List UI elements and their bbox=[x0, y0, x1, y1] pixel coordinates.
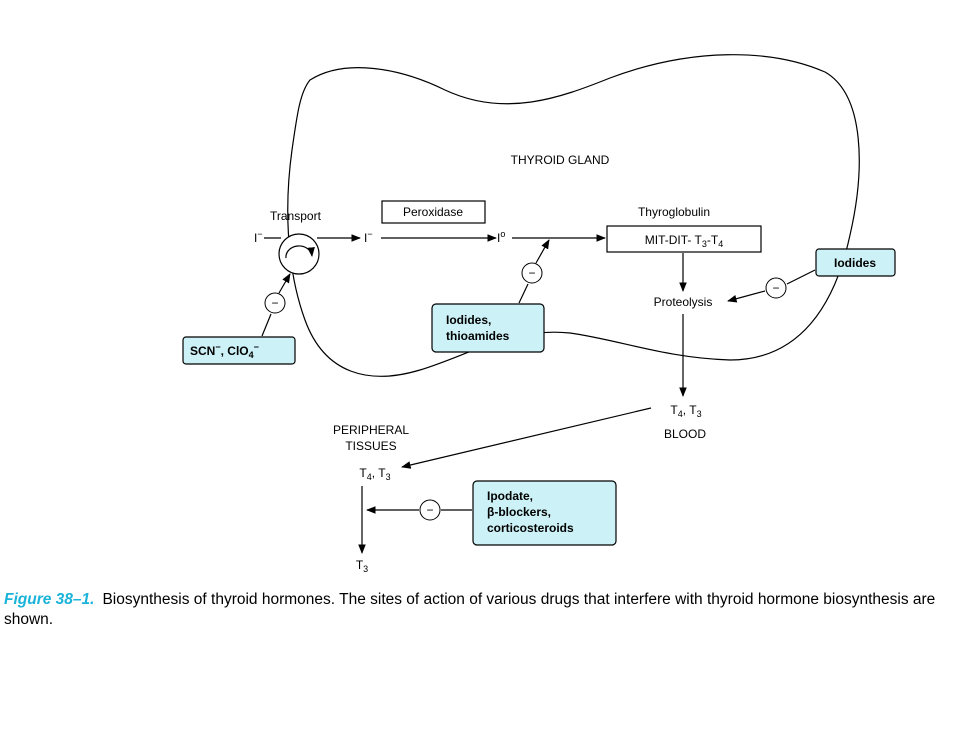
figure-caption: Figure 38–1.Biosynthesis of thyroid horm… bbox=[4, 590, 976, 630]
figure-number: Figure 38–1. bbox=[4, 591, 95, 608]
thioamides-inhibit-icon bbox=[521, 262, 543, 284]
blood-hormones-label: T4, T3 bbox=[670, 403, 701, 419]
tissues-label: TISSUES bbox=[345, 439, 396, 453]
ipodate-inhibit-sign: − bbox=[426, 503, 433, 517]
scn-inhibit-arrow bbox=[278, 273, 291, 294]
ipodate-line1: Ipodate, bbox=[487, 489, 533, 503]
peripheral-label: PERIPHERAL bbox=[333, 423, 409, 437]
transport-pump-arc bbox=[285, 245, 315, 259]
peroxidase-label: Peroxidase bbox=[403, 205, 463, 219]
thyroglobulin-label: Thyroglobulin bbox=[638, 205, 710, 219]
thioamides-inhibit-line bbox=[518, 283, 529, 304]
tissue-hormones-label: T4, T3 bbox=[359, 466, 390, 482]
iodides-thioamides-line1: Iodides, bbox=[446, 313, 491, 327]
ipodate-box bbox=[472, 480, 617, 546]
transport-pump-icon bbox=[278, 233, 320, 275]
mit-dit-label: MIT-DIT- T3-T4 bbox=[645, 233, 723, 249]
caption-text: Biosynthesis of thyroid hormones. The si… bbox=[4, 591, 936, 628]
thyroid-gland-outline bbox=[287, 54, 860, 377]
scn-inhibit-icon bbox=[264, 292, 286, 314]
mit-dit-box bbox=[606, 225, 762, 253]
iodides-inhibit-sign: − bbox=[772, 281, 779, 295]
ipodate-line3: corticosteroids bbox=[487, 521, 574, 535]
peroxidase-box bbox=[381, 200, 486, 224]
scn-inhibit-sign: − bbox=[271, 296, 278, 310]
blood-label: BLOOD bbox=[664, 427, 706, 441]
scn-clo4-box bbox=[182, 336, 296, 365]
final-t3-label: T3 bbox=[356, 558, 368, 574]
scn-inhibit-line bbox=[261, 313, 272, 337]
iodide-input-label: I− bbox=[254, 229, 263, 245]
iodine-label: Io bbox=[497, 229, 505, 245]
iodides-inhibit-arrow bbox=[727, 290, 766, 303]
ipodate-line2: β-blockers, bbox=[487, 505, 551, 519]
proteolysis-label: Proteolysis bbox=[654, 295, 713, 309]
iodides-thioamides-line2: thioamides bbox=[446, 329, 510, 343]
iodides-inhibit-icon bbox=[765, 277, 787, 299]
iodides-label: Iodides bbox=[834, 256, 876, 270]
transport-label: Transport bbox=[270, 209, 322, 223]
iodide-output-label: I− bbox=[364, 229, 373, 245]
iodides-thioamides-box bbox=[431, 303, 545, 353]
thioamides-inhibit-sign: − bbox=[528, 266, 535, 280]
blood-to-tissue-arrow bbox=[401, 407, 652, 469]
iodides-inhibit-line bbox=[786, 269, 816, 285]
ipodate-inhibit-icon bbox=[419, 499, 441, 521]
thyroid-gland-label: THYROID GLAND bbox=[511, 153, 610, 167]
iodides-box bbox=[815, 248, 896, 277]
scn-clo4-label: SCN−, ClO4− bbox=[190, 342, 259, 360]
thioamides-inhibit-arrow bbox=[535, 239, 550, 264]
